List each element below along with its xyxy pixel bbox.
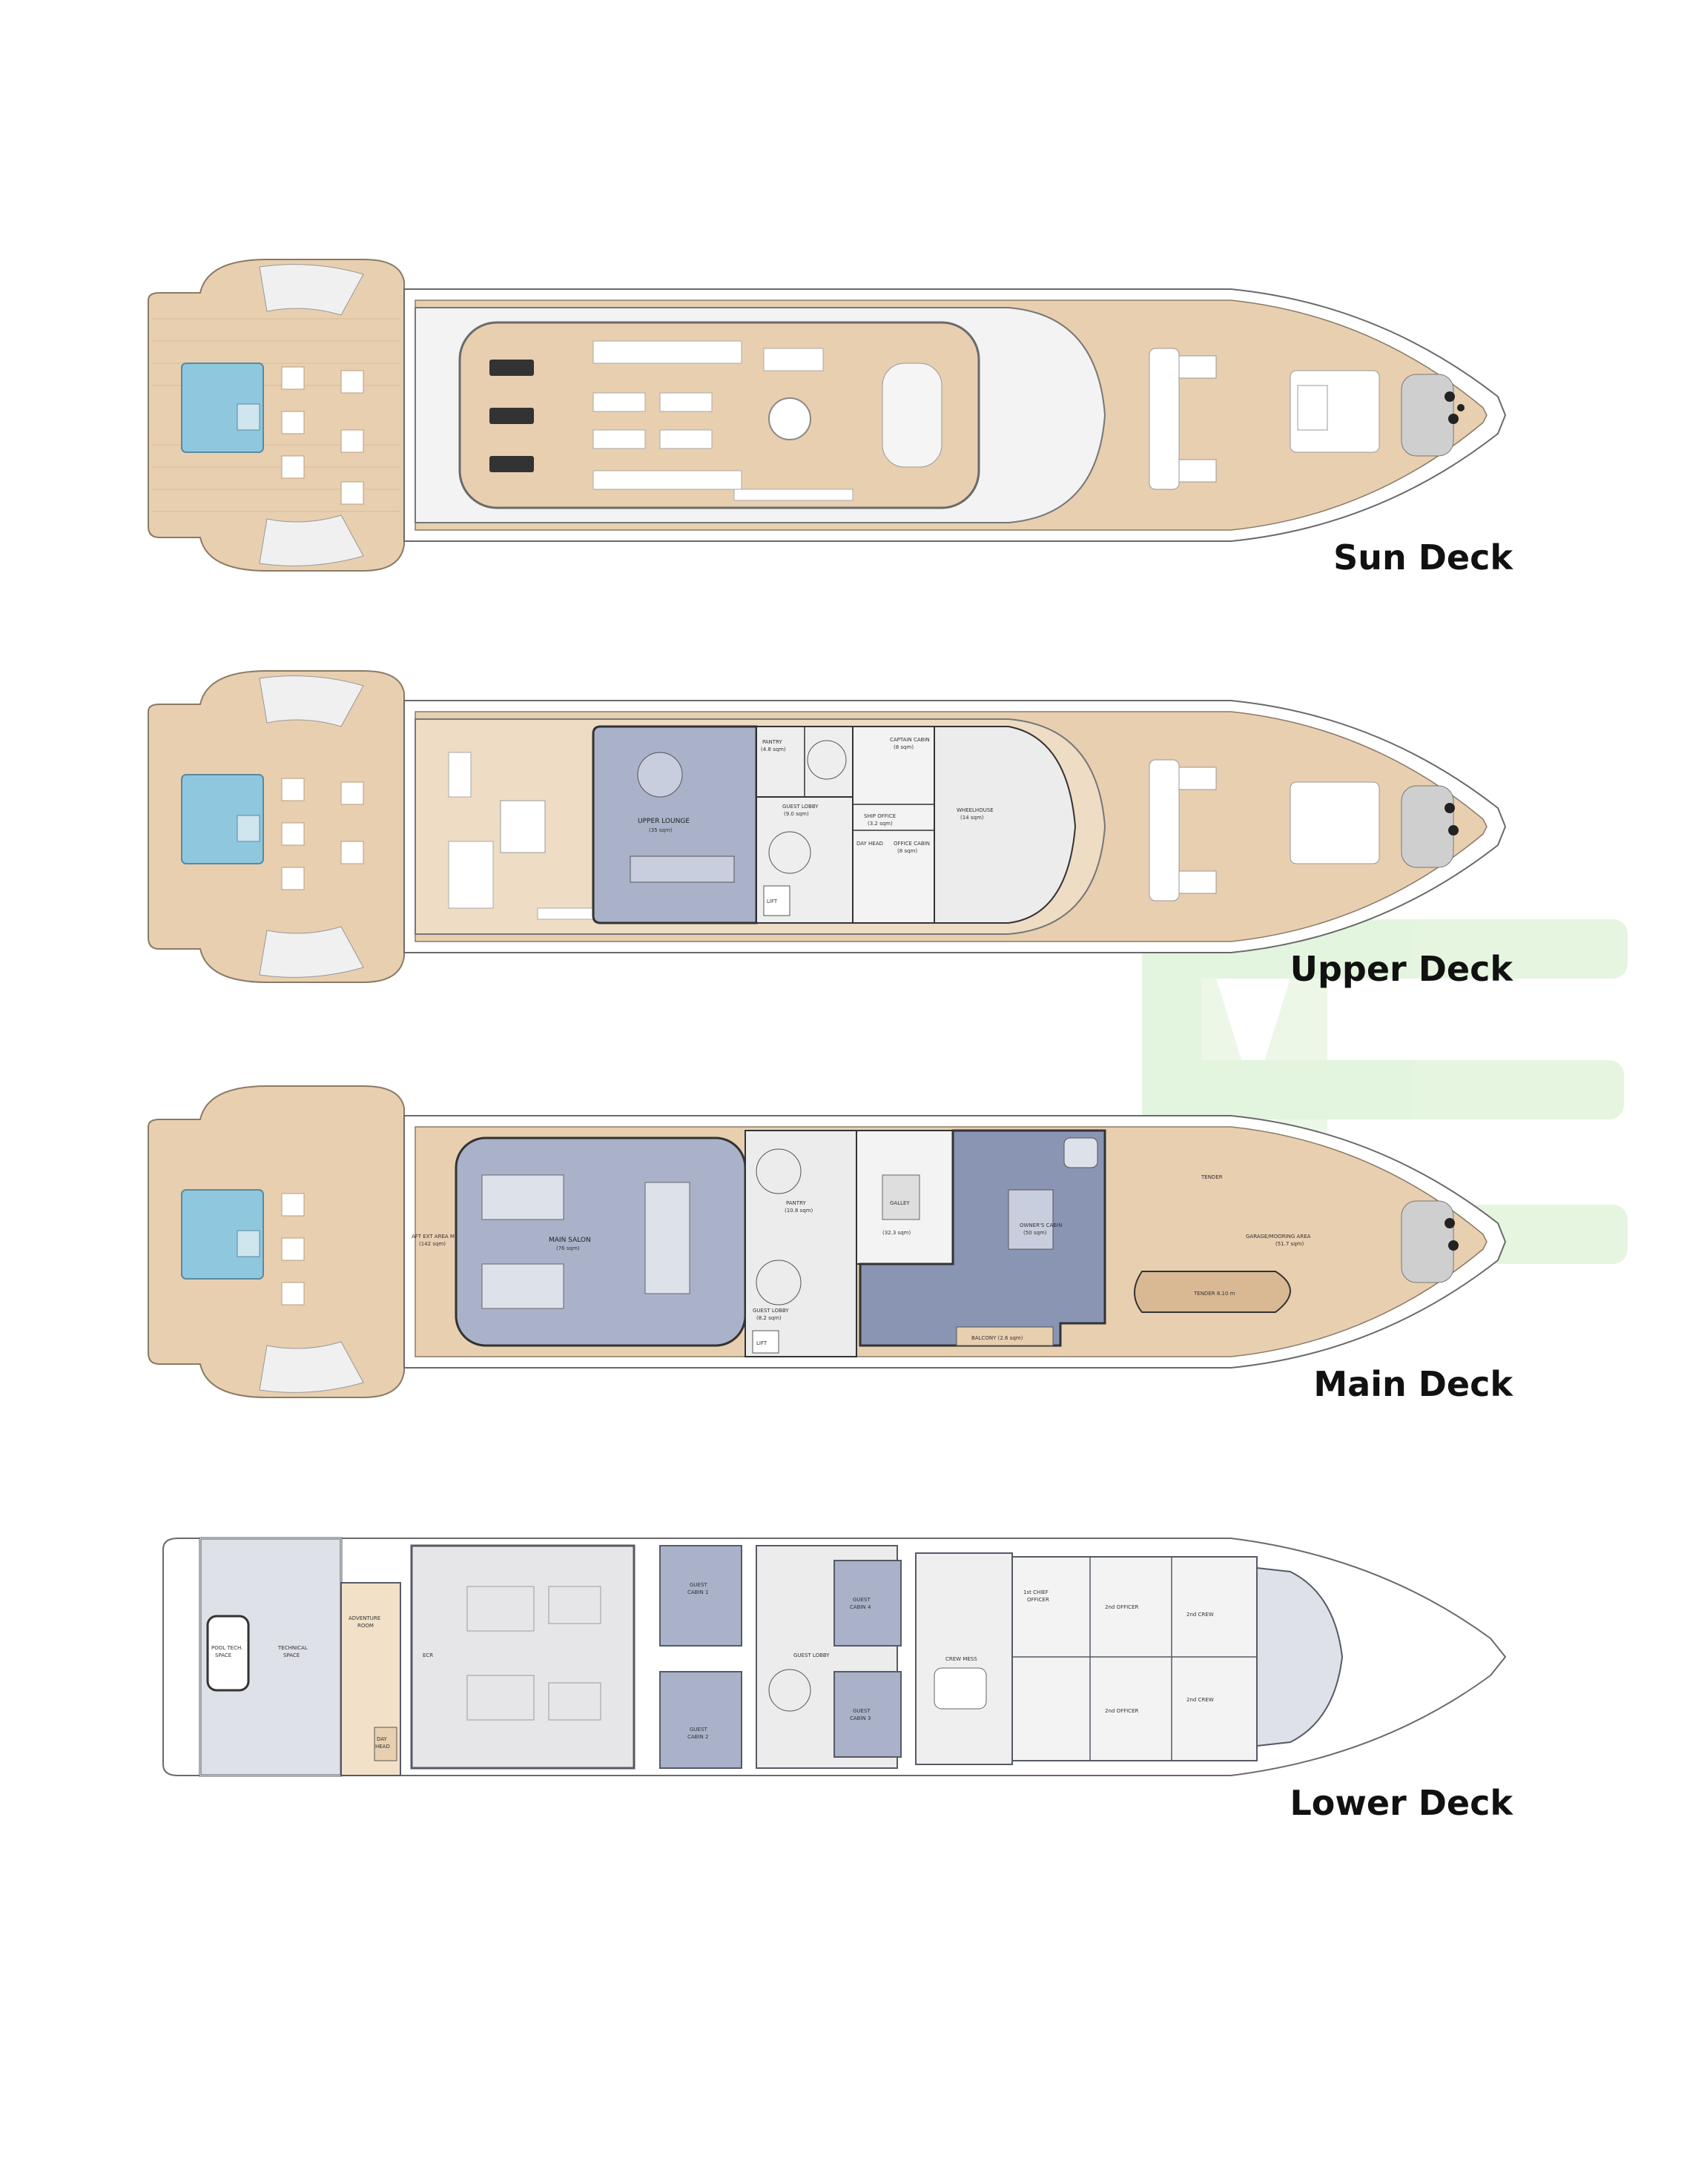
guest-cabin-3-label: GUEST [853, 1708, 871, 1714]
guest-cabin-3-label-2: CABIN 3 [850, 1715, 871, 1721]
owners-cabin-area: (50 sqm) [1023, 1230, 1047, 1236]
wheelhouse-label: WHEELHOUSE [957, 807, 994, 813]
main-pantry-area: (10.8 sqm) [785, 1208, 813, 1214]
pool-tech-label-2: SPACE [215, 1652, 231, 1658]
captain-cabin-area: (8 sqm) [894, 744, 914, 750]
tender-boat [1134, 1271, 1291, 1313]
galley-label: GALLEY [890, 1200, 910, 1206]
galley-area: (32.3 sqm) [882, 1230, 911, 1236]
tender-size-label: TENDER 8.10 m [1193, 1291, 1235, 1297]
upper-lift-label: LIFT [767, 899, 778, 904]
main-salon-area: (76 sqm) [556, 1245, 580, 1251]
lower-deck: POOL TECH. SPACE TECHNICAL SPACE ADVENTU… [119, 1505, 1513, 1853]
upper-pantry-area: (4.8 sqm) [761, 747, 786, 752]
crew-b-label: 2nd CREW [1186, 1697, 1214, 1703]
garage-area: (51.7 sqm) [1275, 1241, 1304, 1247]
guest-cabin-4-label: GUEST [853, 1597, 871, 1603]
balcony-label: BALCONY (2.6 sqm) [971, 1335, 1023, 1341]
main-deck-plan: AFT EXT AREA MD (142 sqm) MAIN SALON (76… [148, 1085, 1507, 1398]
officer-a-label: 2nd OFFICER [1105, 1604, 1138, 1610]
upper-lounge-label: UPPER LOUNGE [638, 818, 690, 825]
main-salon-label: MAIN SALON [549, 1237, 591, 1244]
aft-ext-area-size: (142 sqm) [419, 1241, 446, 1247]
guest-cabin-2-label-2: CABIN 2 [687, 1734, 708, 1740]
tender-zone-label: TENDER [1201, 1174, 1223, 1180]
officer-b-label: 2nd OFFICER [1105, 1708, 1138, 1714]
guest-cabin-1-label-2: CABIN 1 [687, 1589, 708, 1595]
guest-cabin-1-label: GUEST [690, 1582, 707, 1588]
lower-deck-plan: POOL TECH. SPACE TECHNICAL SPACE ADVENTU… [162, 1537, 1507, 1777]
office-cabin-label: OFFICE CABIN [894, 841, 930, 847]
technical-space-label-2: SPACE [283, 1652, 300, 1658]
sun-deck-plan [148, 259, 1507, 572]
captain-cabin-label: CAPTAIN CABIN [890, 737, 930, 743]
upper-guest-lobby-label: GUEST LOBBY [782, 804, 819, 810]
lower-day-head-label: DAY [377, 1736, 388, 1742]
upper-deck-plan: UPPER LOUNGE (35 sqm) PANTRY (4.8 sqm) G… [148, 670, 1507, 983]
upper-day-head-label: DAY HEAD [856, 841, 883, 847]
crew-a-label: 2nd CREW [1186, 1612, 1214, 1618]
deck-label-sun: Sun Deck [1333, 537, 1513, 578]
chief-officer-label: 1st CHIEF [1023, 1589, 1049, 1595]
wheelhouse-area: (14 sqm) [960, 815, 984, 821]
main-guest-lobby-label: GUEST LOBBY [753, 1308, 789, 1314]
main-lift-label: LIFT [756, 1340, 767, 1346]
ecr-label: ECR [423, 1652, 433, 1658]
deck-label-lower: Lower Deck [1290, 1783, 1513, 1823]
upper-deck: UPPER LOUNGE (35 sqm) PANTRY (4.8 sqm) G… [119, 670, 1513, 1019]
sun-deck: Sun Deck [119, 259, 1513, 608]
adventure-room-label-2: ROOM [357, 1623, 374, 1629]
ship-office-label: SHIP OFFICE [864, 813, 896, 819]
lower-day-head-label-2: HEAD [375, 1744, 390, 1750]
main-deck: AFT EXT AREA MD (142 sqm) MAIN SALON (76… [119, 1085, 1513, 1435]
technical-space-label: TECHNICAL [277, 1645, 308, 1651]
guest-cabin-2-label: GUEST [690, 1727, 707, 1733]
office-cabin-area: (8 sqm) [897, 848, 917, 854]
upper-pantry-label: PANTRY [762, 739, 782, 745]
adventure-room-label: ADVENTURE [349, 1615, 380, 1621]
main-guest-lobby-area: (8.2 sqm) [756, 1315, 782, 1321]
pool-tech-label: POOL TECH. [211, 1645, 242, 1651]
lower-guest-lobby-label: GUEST LOBBY [793, 1652, 830, 1658]
ship-office-area: (3.2 sqm) [868, 821, 893, 827]
crew-mess-label: CREW MESS [945, 1656, 977, 1662]
aft-ext-area-label: AFT EXT AREA MD [412, 1234, 458, 1240]
upper-guest-lobby-area: (9.0 sqm) [784, 811, 809, 817]
chief-officer-label-2: OFFICER [1027, 1597, 1049, 1603]
main-pantry-label: PANTRY [786, 1200, 806, 1206]
guest-cabin-4-label-2: CABIN 4 [850, 1604, 871, 1610]
garage-label: GARAGE/MOORING AREA [1246, 1234, 1311, 1240]
deck-label-upper: Upper Deck [1290, 949, 1513, 989]
deck-label-main: Main Deck [1313, 1364, 1513, 1404]
owners-cabin-label: OWNER'S CABIN [1020, 1222, 1062, 1228]
upper-lounge-area: (35 sqm) [649, 827, 673, 833]
